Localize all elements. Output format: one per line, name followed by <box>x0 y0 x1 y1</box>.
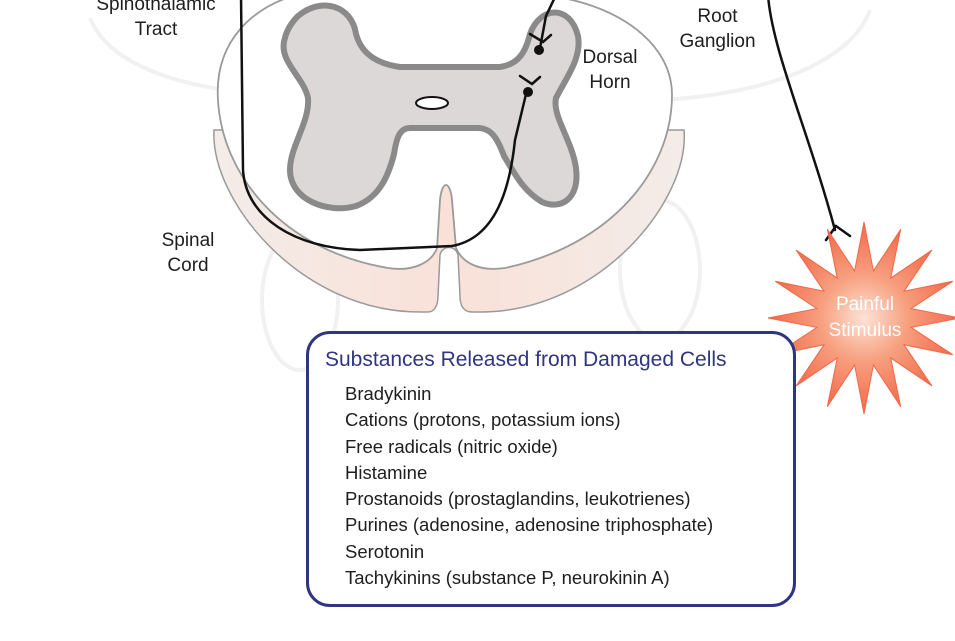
dorsal-horn-label: Dorsal Horn <box>582 47 638 93</box>
nerve-pathways <box>239 0 837 252</box>
central-canal <box>415 96 449 110</box>
starburst-icon <box>767 221 955 415</box>
peripheral-nerve-path <box>767 0 837 232</box>
substance-item: Bradykinin <box>345 383 432 404</box>
painful-stimulus-label: Painful Stimulus <box>828 294 902 341</box>
synapse-terminal-icon <box>518 74 542 97</box>
substance-item: Tachykinins (substance P, neurokinin A) <box>345 567 670 589</box>
substances-released-box: Substances Released from Damaged Cells B… <box>306 331 796 607</box>
substance-item: Cations (protons, potassium ions) <box>345 409 621 431</box>
substance-item: Prostanoids (prostaglandins, leukotriene… <box>345 488 691 510</box>
substance-item: Free radicals (nitric oxide) <box>345 435 558 457</box>
substances-box-title: Substances Released from Damaged Cells <box>325 348 727 371</box>
spinothalamic-tract-path <box>239 0 529 252</box>
substance-item: Serotonin <box>345 540 425 562</box>
spinal-cord-label: Spinal Cord <box>161 230 215 276</box>
afferent-neuron-path <box>538 0 556 50</box>
substance-item: Purines (adenosine, adenosine triphospha… <box>345 514 714 536</box>
substance-item: Histamine <box>345 461 428 483</box>
root-ganglion-label: Root Ganglion <box>679 6 756 52</box>
synapse-terminal-icon <box>528 32 553 55</box>
spinothalamic-tract-label: Spinothalamic Tract <box>96 0 216 40</box>
spinal-cord-cross-section <box>213 0 685 313</box>
